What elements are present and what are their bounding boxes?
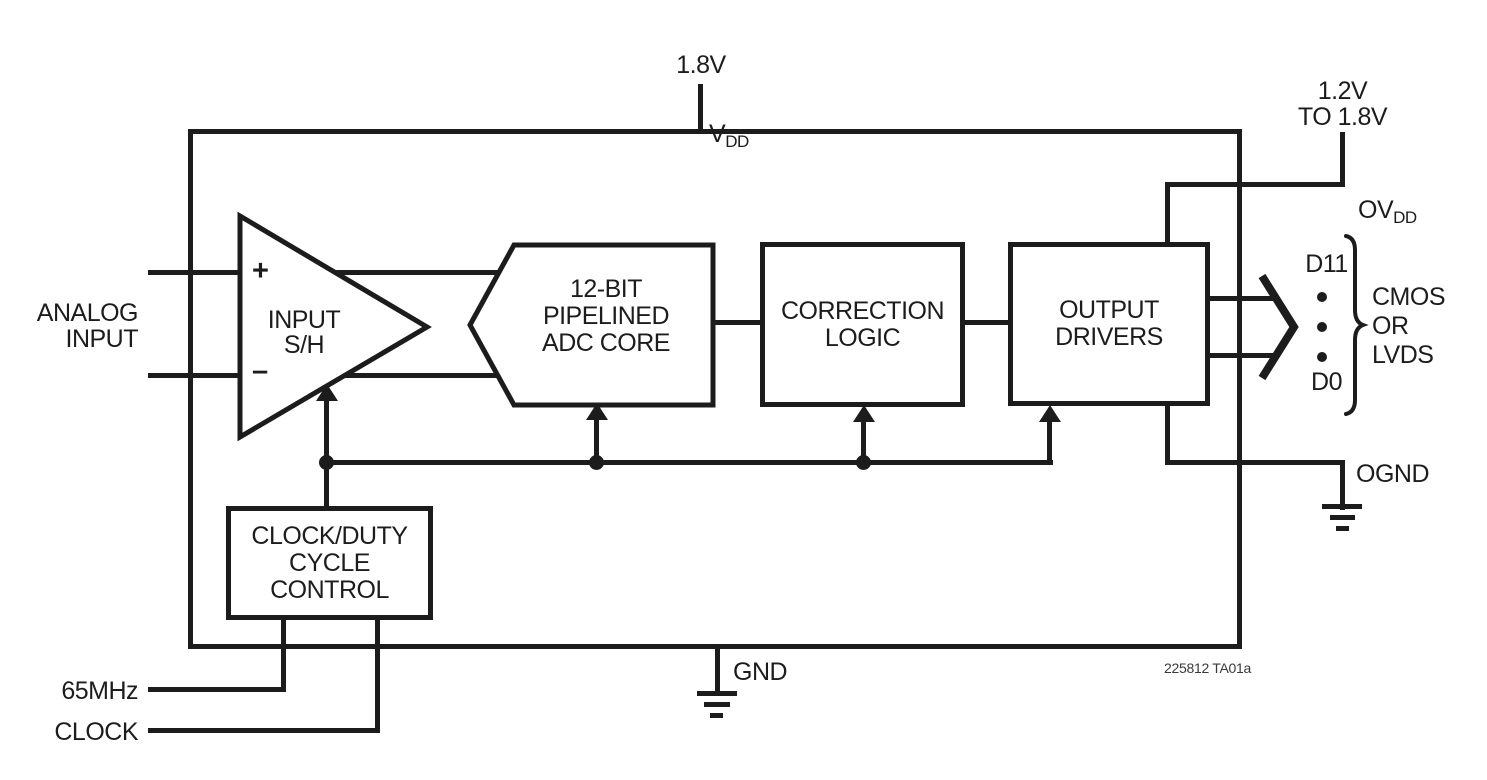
wire-ognd-stub — [1340, 462, 1345, 510]
junction-dot-adc — [589, 455, 604, 470]
data-bit-low-label: D0 — [1311, 368, 1342, 396]
data-bit-high-label: D11 — [1305, 250, 1348, 278]
wire-adc-to-correction — [710, 320, 766, 325]
data-ellipsis-dot-3 — [1317, 352, 1327, 362]
vdd-pin-label: VDD — [709, 94, 749, 155]
ovdd-pin-subscript: DD — [1393, 208, 1417, 227]
gnd-symbol-bar3 — [710, 713, 723, 718]
junction-dot-correction — [856, 455, 871, 470]
wire-65mhz-horizontal — [148, 687, 286, 692]
adc-core-shape — [467, 242, 716, 408]
input-sh-label: INPUT S/H — [267, 306, 341, 359]
output-modes-label: CMOS OR LVDS — [1372, 283, 1446, 369]
wire-clockin-horizontal — [148, 728, 380, 733]
clock-input-label: CLOCK — [54, 718, 138, 746]
vdd-pin-subscript: DD — [725, 132, 749, 151]
wire-arrow-drivers-shaft — [1047, 418, 1052, 465]
data-ellipsis-dot-2 — [1317, 322, 1327, 332]
wire-clockin-vertical — [375, 615, 380, 733]
ovdd-pin-main: OV — [1358, 196, 1394, 224]
output-bus-arrow — [1258, 273, 1299, 381]
output-drivers-block: OUTPUT DRIVERS — [1008, 242, 1210, 406]
arrow-into-adc — [586, 403, 608, 420]
clock-duty-control-label: CLOCK/DUTY CYCLE CONTROL — [251, 521, 408, 604]
amp-plus-sign: + — [252, 255, 269, 287]
adc-core-label: 12-BIT PIPELINED ADC CORE — [542, 275, 670, 357]
wire-clock-bus — [324, 460, 1053, 465]
ovdd-voltage-label: 1.2V TO 1.8V — [1297, 77, 1388, 131]
wire-gnd-stub — [715, 646, 720, 696]
clock-freq-label: 65MHz — [61, 677, 138, 705]
gnd-pin-label: GND — [733, 658, 788, 686]
analog-input-label: ANALOG INPUT — [36, 299, 139, 353]
wire-vdd-stub — [698, 84, 703, 134]
junction-dot-amp — [319, 455, 334, 470]
wire-ovdd-stub — [1340, 132, 1345, 187]
correction-logic-label: CORRECTION LOGIC — [780, 296, 945, 352]
wire-correction-to-drivers — [958, 320, 1014, 325]
data-ellipsis-dot-1 — [1317, 292, 1327, 302]
arrow-into-amp — [316, 384, 338, 401]
ognd-symbol-bar2 — [1330, 515, 1355, 520]
gnd-symbol-bar1 — [697, 691, 737, 696]
arrow-into-drivers — [1039, 405, 1061, 422]
vdd-pin-main: V — [709, 120, 726, 148]
amp-minus-sign: – — [252, 355, 269, 387]
ognd-symbol-bar3 — [1336, 526, 1349, 531]
vdd-voltage-label: 1.8V — [676, 51, 726, 79]
ognd-symbol-bar1 — [1322, 504, 1362, 509]
correction-logic-block: CORRECTION LOGIC — [760, 242, 965, 407]
wire-arrow-adc-shaft — [594, 416, 599, 465]
wire-ognd-horizontal — [1165, 460, 1345, 465]
figure-id: 225812 TA01a — [1164, 660, 1251, 676]
wire-arrow-correction-shaft — [861, 418, 866, 465]
gnd-symbol-bar2 — [704, 702, 730, 707]
input-sh-amp-triangle — [237, 211, 432, 442]
ovdd-pin-label: OVDD — [1358, 170, 1417, 231]
wire-65mhz-vertical — [281, 615, 286, 692]
ognd-pin-label: OGND — [1356, 460, 1430, 488]
output-drivers-label: OUTPUT DRIVERS — [1055, 296, 1163, 351]
output-modes-brace — [1344, 234, 1369, 416]
chip-outline — [188, 129, 1242, 649]
wire-ovdd-horizontal — [1165, 182, 1345, 187]
arrow-into-correction — [853, 405, 875, 422]
clock-duty-control-block: CLOCK/DUTY CYCLE CONTROL — [226, 506, 433, 620]
